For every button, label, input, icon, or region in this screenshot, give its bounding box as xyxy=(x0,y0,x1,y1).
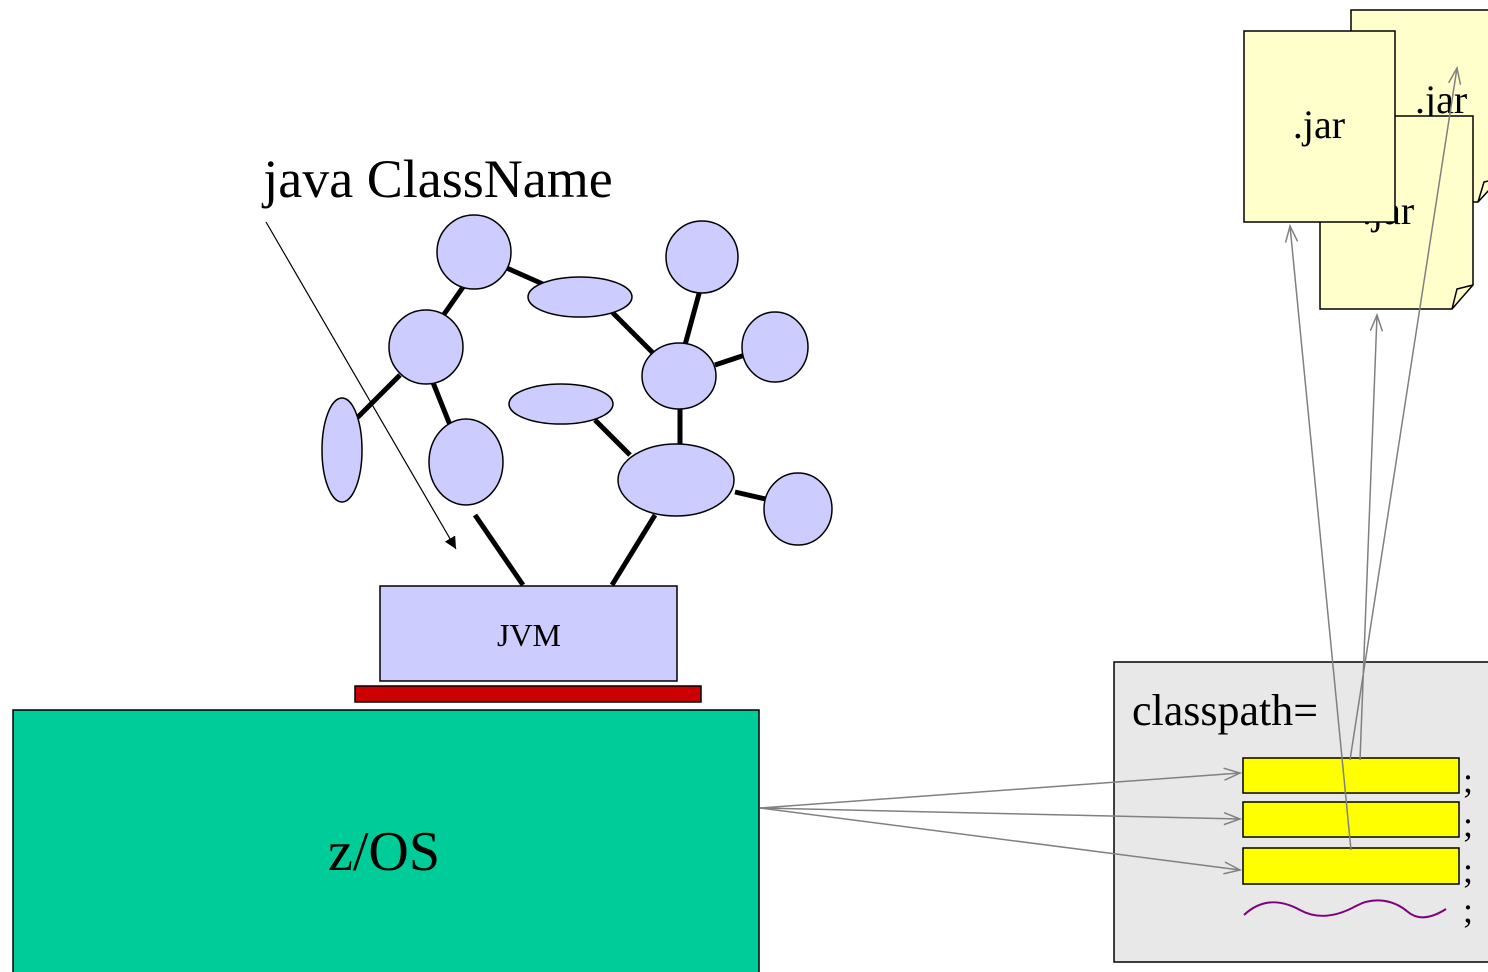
zos-to-classpath-arrows xyxy=(759,767,1243,875)
graph-edge xyxy=(353,373,402,422)
jar-file-front: .jar xyxy=(1243,30,1396,223)
class-node xyxy=(527,276,633,318)
graph-edge xyxy=(734,489,771,503)
class-node xyxy=(665,220,739,294)
class-node xyxy=(428,418,504,506)
classpath-to-jar-arrows xyxy=(1284,65,1462,851)
separator-3: ; xyxy=(1463,850,1473,890)
graph-edge xyxy=(609,513,658,587)
jvm-box xyxy=(379,585,678,682)
classpath-entry-2 xyxy=(1242,801,1460,838)
class-node xyxy=(508,383,614,425)
classpath-entry-3 xyxy=(1242,847,1460,885)
command-arrow xyxy=(265,221,457,550)
arrow-zos-entry-1 xyxy=(759,767,1243,809)
classpath-entry-1 xyxy=(1242,757,1460,794)
class-node xyxy=(741,311,809,383)
separator-4: ; xyxy=(1463,890,1473,930)
separator-2: ; xyxy=(1463,804,1473,844)
jvm-base-bar xyxy=(354,685,702,703)
command-label: java ClassName xyxy=(261,149,612,209)
class-graph-nodes xyxy=(321,214,833,546)
jvm-label: JVM xyxy=(497,617,561,653)
arrow-entry-to-jar-middle xyxy=(1359,312,1384,761)
graph-edge xyxy=(608,308,657,357)
jar-label-front: .jar xyxy=(1293,102,1345,147)
class-node xyxy=(763,472,833,546)
class-node xyxy=(321,397,363,503)
graph-edge xyxy=(714,352,746,368)
arrow-entry-to-jar-back xyxy=(1349,65,1462,761)
arrow-zos-entry-3 xyxy=(759,807,1243,875)
zos-label: z/OS xyxy=(328,821,440,883)
arrow-zos-entry-2 xyxy=(759,807,1243,826)
graph-edge xyxy=(429,379,453,426)
graph-edge xyxy=(593,418,632,457)
arrow-entry-to-jar-front xyxy=(1284,223,1352,851)
classpath-continuation-squiggle xyxy=(1243,899,1447,919)
class-node xyxy=(436,214,512,290)
graph-edge xyxy=(472,513,526,587)
class-node xyxy=(388,309,464,385)
class-node xyxy=(617,443,735,517)
class-node xyxy=(641,342,717,410)
separator-1: ; xyxy=(1463,760,1473,800)
graph-edge xyxy=(682,289,703,346)
zos-box xyxy=(12,709,760,972)
classpath-label: classpath= xyxy=(1132,686,1318,735)
